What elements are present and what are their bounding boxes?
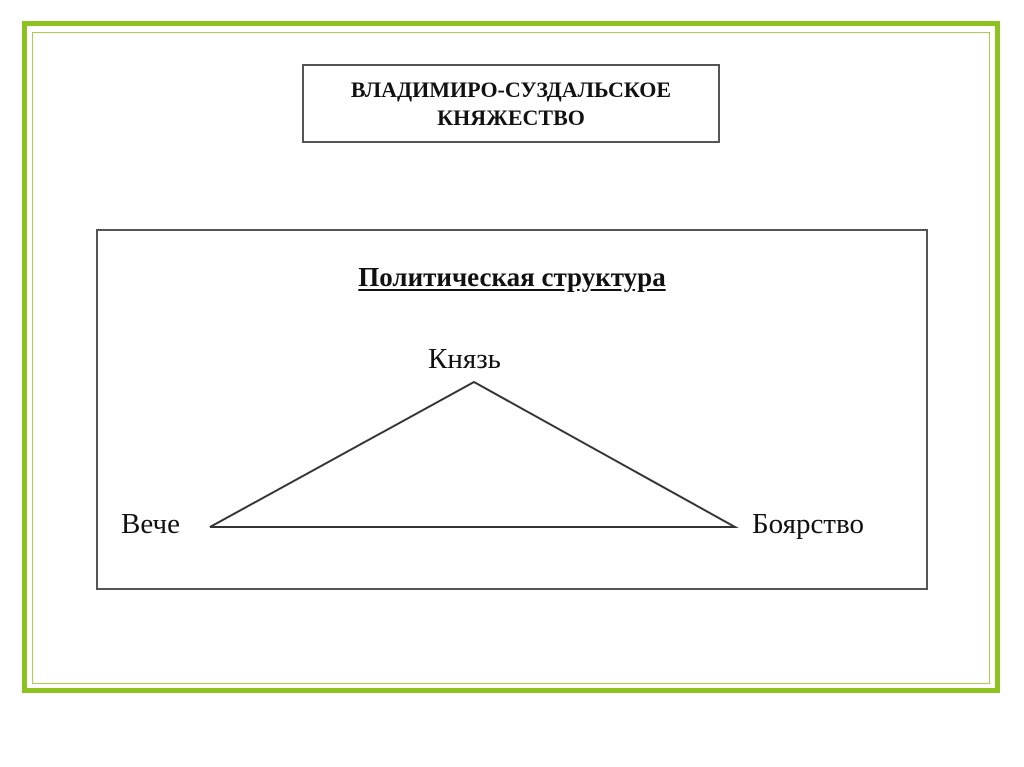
title-line-2: КНЯЖЕСТВО (437, 104, 585, 130)
structure-heading: Политическая структура (0, 262, 1024, 293)
structure-heading-text: Политическая структура (358, 262, 666, 292)
node-boyarstvo: Боярство (752, 508, 864, 540)
title-line-1: ВЛАДИМИРО-СУЗДАЛЬСКОЕ (350, 76, 672, 102)
slide-frame-inner (32, 32, 990, 684)
structure-box (96, 229, 928, 590)
node-knyaz: Князь (428, 343, 501, 375)
slide-frame-outer (22, 21, 1000, 693)
triangle (209, 380, 739, 528)
title-box: ВЛАДИМИРО-СУЗДАЛЬСКОЕ КНЯЖЕСТВО (302, 64, 720, 143)
node-veche: Вече (121, 508, 180, 540)
